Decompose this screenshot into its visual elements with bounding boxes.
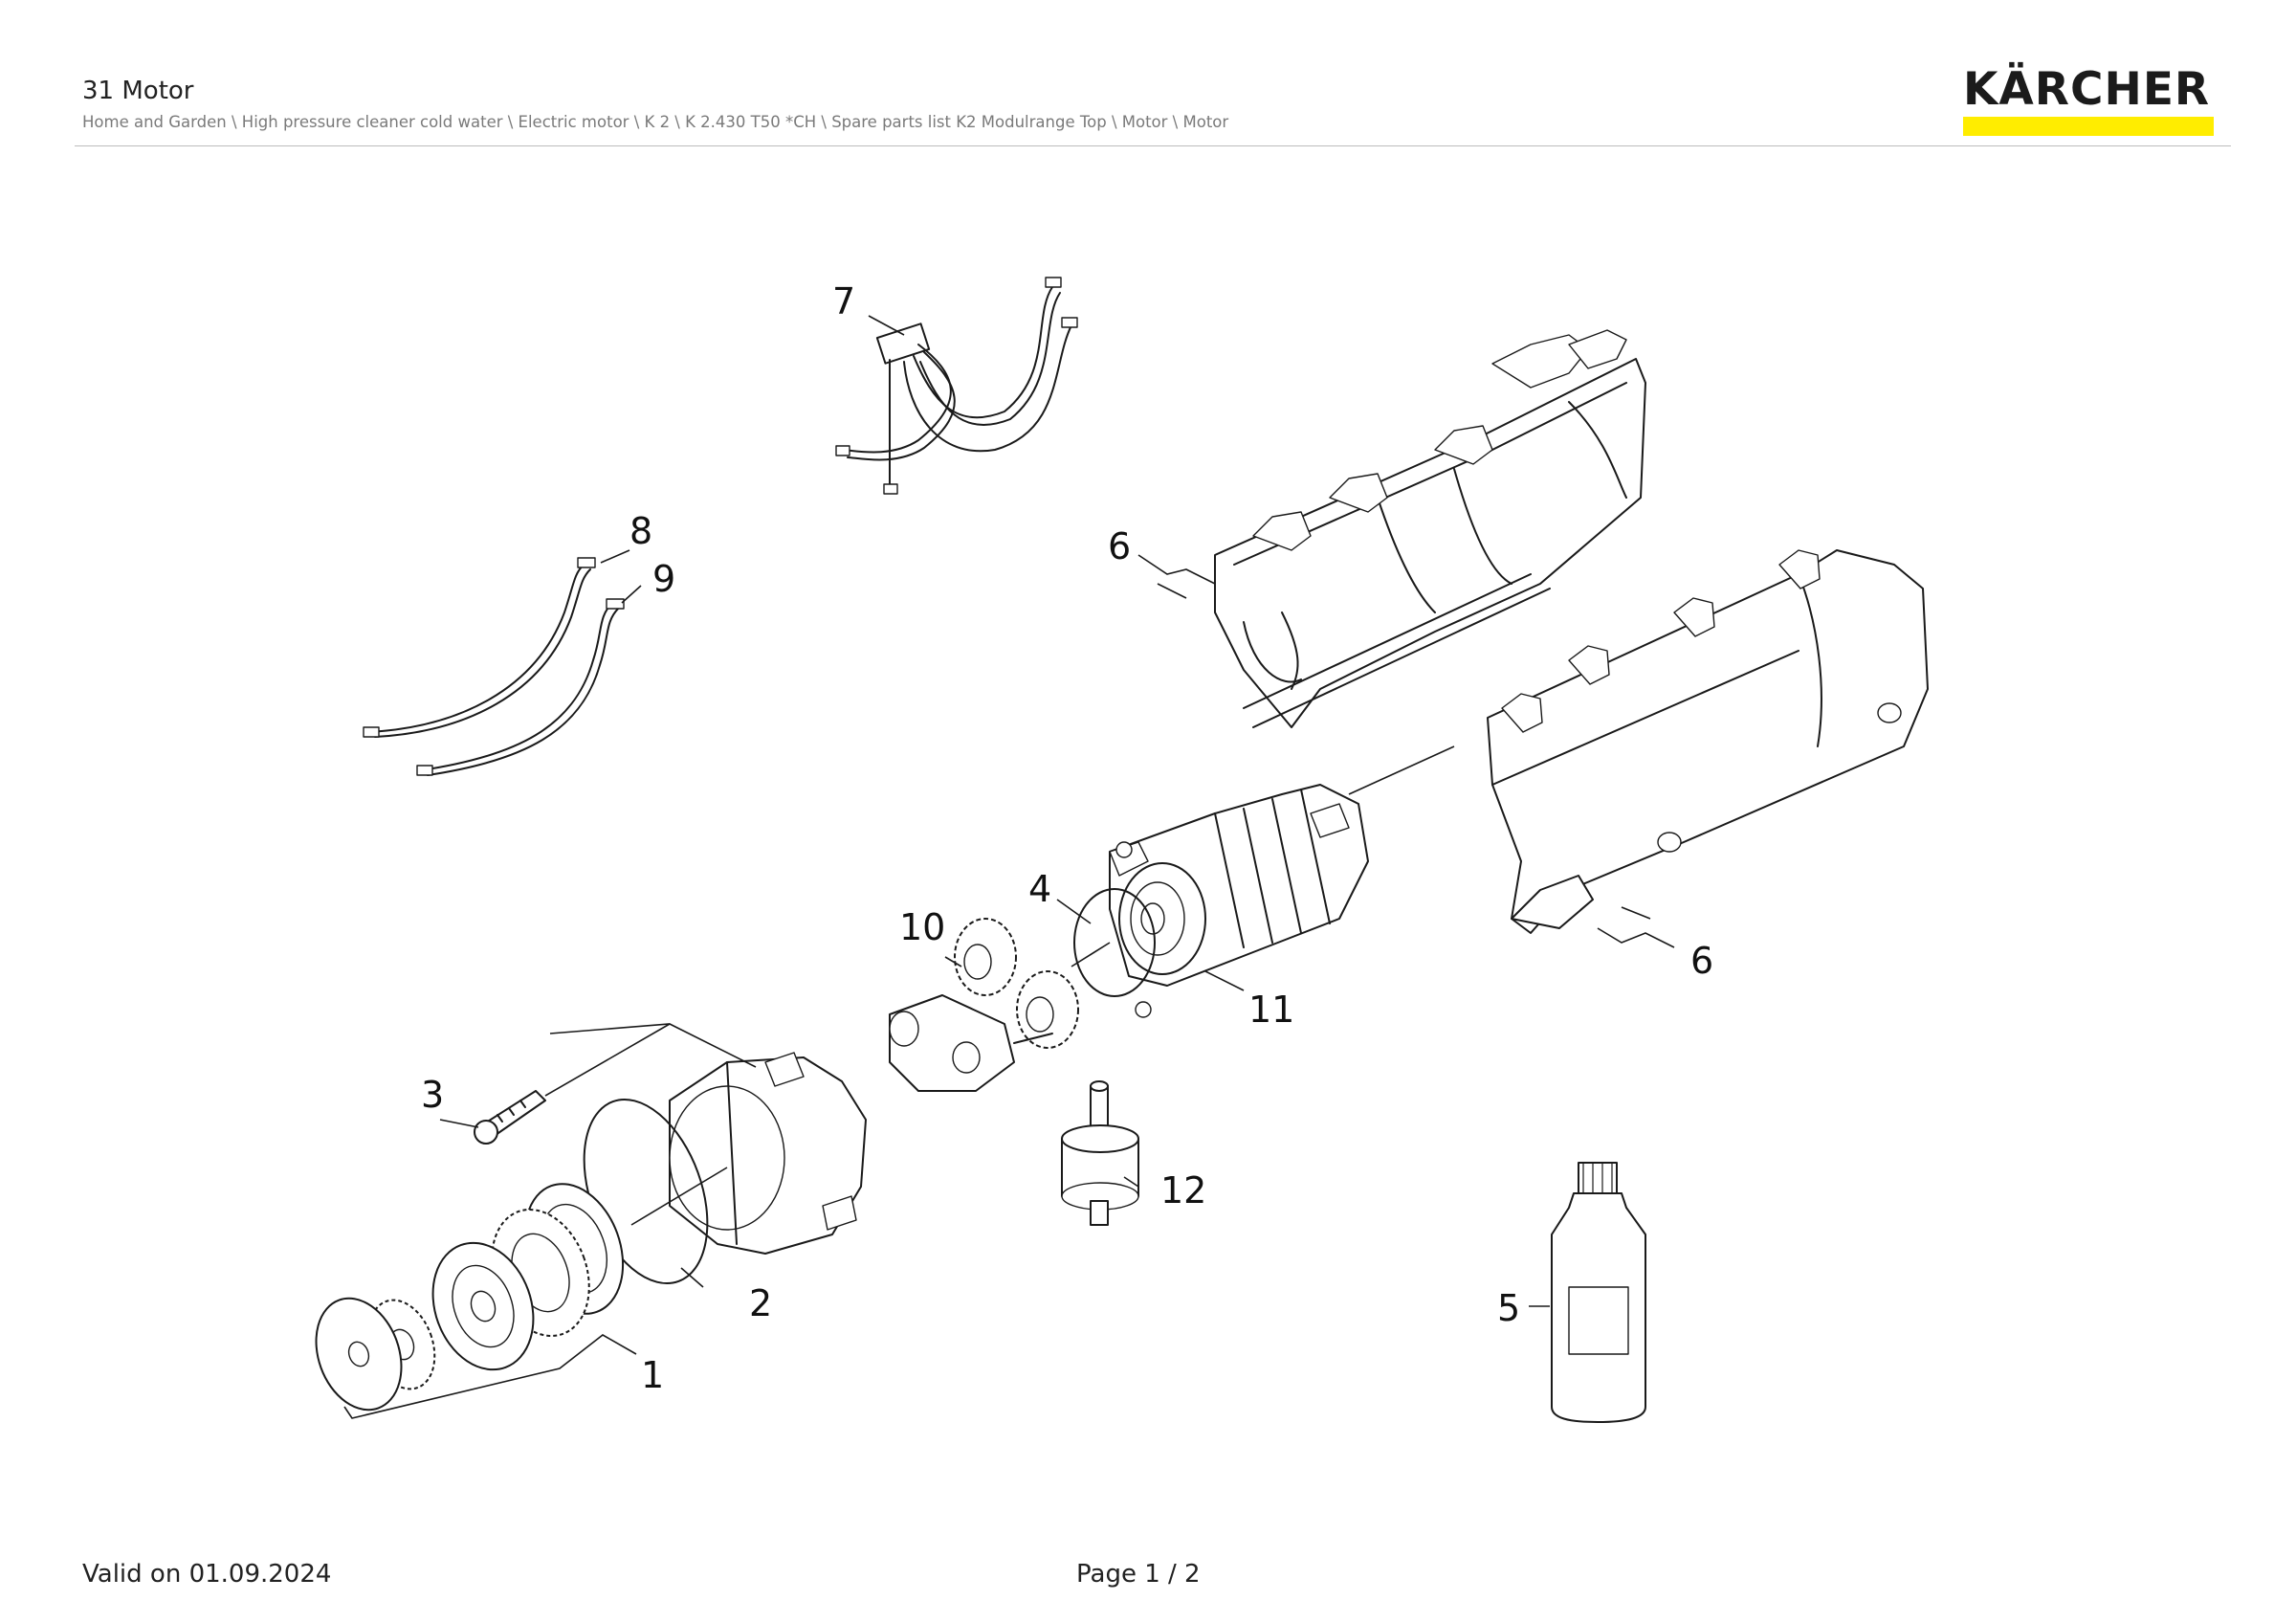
- label-part-2: 2: [749, 1282, 772, 1324]
- part-number-labels: 7 8 9 6 6 4 10 11 3 12 2 5 1: [421, 280, 1713, 1396]
- label-part-3: 3: [421, 1074, 444, 1116]
- part-11-motor: [1109, 784, 1369, 1018]
- logo-wordmark: KÄRCHER: [1963, 63, 2211, 116]
- page-title: 31 Motor: [82, 77, 194, 105]
- part-8-9-cables: [363, 557, 625, 776]
- pump-housing: [669, 1052, 867, 1255]
- label-part-8: 8: [629, 510, 652, 552]
- part-4-o-ring: [1073, 888, 1156, 997]
- header-divider: [75, 145, 2231, 146]
- part-10-gears: [954, 918, 1079, 1049]
- valid-date: Valid on 01.09.2024: [82, 1560, 332, 1589]
- pump-crank-part: [889, 994, 1053, 1092]
- label-part-6-lower: 6: [1690, 940, 1713, 982]
- karcher-logo: KÄRCHER: [1959, 65, 2218, 138]
- part-5-oil-bottle: [1551, 1162, 1646, 1423]
- label-part-7: 7: [832, 280, 855, 322]
- label-part-1: 1: [641, 1354, 664, 1396]
- page-number: Page 1 / 2: [1076, 1560, 1201, 1589]
- part-7-wiring-harness: [835, 277, 1078, 495]
- logo-yellow-bar: [1963, 117, 2214, 136]
- leader-lines: [343, 315, 1675, 1419]
- label-part-11: 11: [1248, 989, 1294, 1031]
- part-12-pin: [1061, 1080, 1139, 1226]
- breadcrumb: Home and Garden \ High pressure cleaner …: [82, 113, 1229, 131]
- part-6-upper-housing: [1214, 329, 1646, 728]
- label-part-12: 12: [1160, 1169, 1206, 1212]
- label-part-6-upper: 6: [1108, 525, 1131, 567]
- label-part-9: 9: [652, 558, 675, 600]
- label-part-4: 4: [1028, 868, 1051, 910]
- label-part-5: 5: [1497, 1287, 1520, 1329]
- part-6-lower-housing: [1487, 549, 1929, 934]
- label-part-10: 10: [899, 906, 945, 948]
- part-1-seal-set: [315, 1183, 625, 1412]
- part-3-screw: [474, 1090, 546, 1145]
